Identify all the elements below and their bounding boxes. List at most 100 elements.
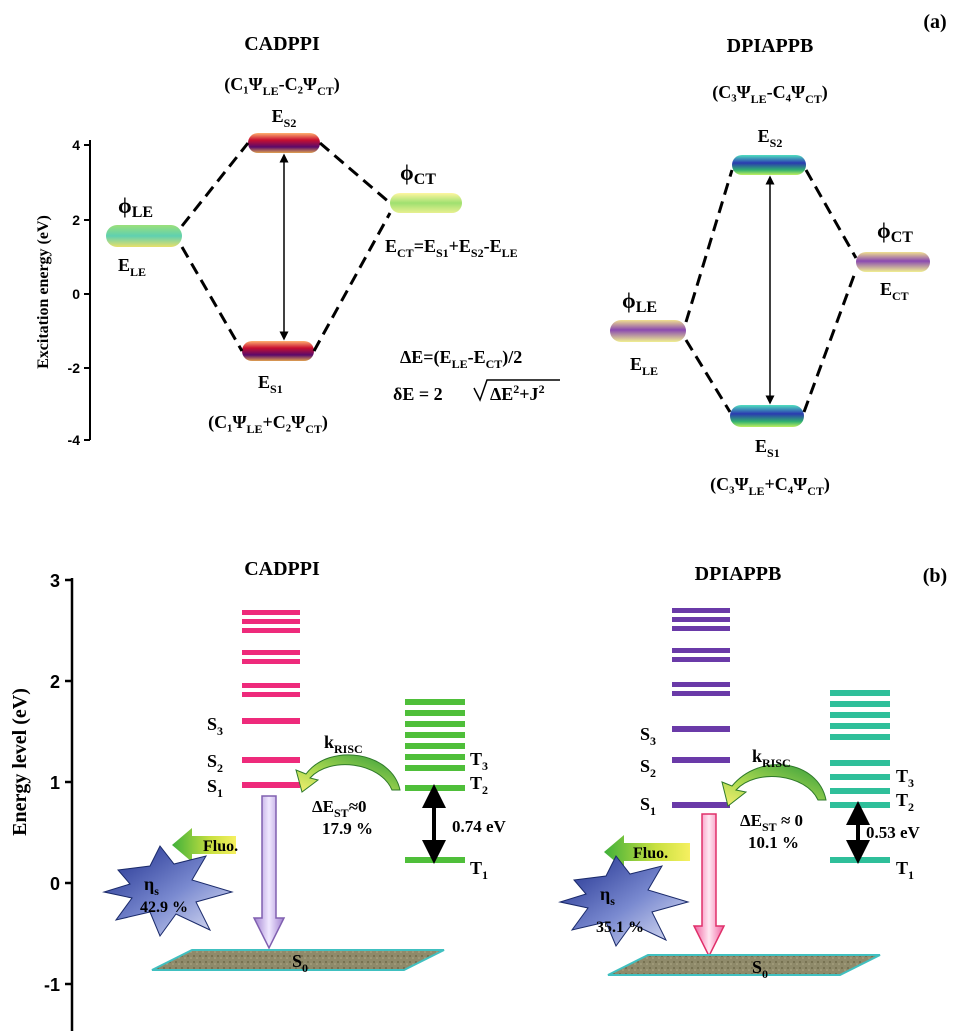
ect-equation: ECT=ES1+ES2-ELE [385,236,518,260]
st-gap-value: 0.53 eV [866,823,921,842]
e-le-label: ELE [630,354,658,378]
risc-curved-arrow [721,764,827,807]
s1-label: S1 [207,776,223,800]
y-tick-label: 4 [72,137,80,153]
cadppi-s2-combination: (C₁ΨLE-C₂ΨCT) [224,74,340,98]
es1-level [730,405,804,427]
y-tick-label: 2 [72,212,80,228]
e-ct-label: ECT [880,279,909,303]
t2-level [830,802,890,808]
t2-label: T2 [470,773,488,797]
dpiappb-mo-diagram: DPIAPPB (C₃ΨLE-C₄ΨCT) ES2 ϕCT ECT ϕLE EL… [610,35,930,498]
es2-label: ES2 [272,106,297,130]
panel-b-label: (b) [923,565,947,587]
emission-arrow [252,795,286,950]
y-tick-label: 0 [72,286,80,302]
risc-curved-arrow [295,754,401,793]
t1-label: T1 [470,858,488,882]
fluo-arrow [604,835,690,869]
cadppi-title: CADPPI [244,558,320,580]
s0-label: S0 [292,951,308,975]
s2-label: S2 [640,756,656,780]
delta-est-label: ΔEST≈0 [312,797,367,820]
cadppi-title: CADPPI [244,33,320,55]
fluo-label: Fluo. [633,845,668,862]
dpiappb-s1-combination: (C₃ΨLE+C₄ΨCT) [710,474,830,498]
cadppi-jablonski: CADPPI S3 S2 S1 [102,558,507,975]
phi-ct-label: ϕCT [877,218,913,246]
y-tick-label: 2 [50,672,60,692]
risc-efficiency: 10.1 % [748,833,799,852]
eta-value: 35.1 % [596,919,644,936]
s2-label: S2 [207,751,223,775]
fluo-arrow [172,828,236,862]
es2-level [248,133,320,153]
t3-label: T3 [896,766,914,790]
eta-value: 42.9 % [140,899,188,916]
phi-le-label: ϕLE [118,193,153,221]
sqrt-content: ΔE2+J2 [490,382,545,404]
s0-ground-plane [607,954,881,976]
dpiappb-singlet-levels [672,608,730,808]
t1-level [405,857,465,863]
panel-b: (b) 3 2 1 0 -1 Energy level (eV) CADPPI [9,558,947,1031]
phi-le-label: ϕLE [622,288,657,316]
s0-label: S0 [752,957,768,981]
dpiappb-title: DPIAPPB [727,35,814,57]
t3-level [830,760,890,766]
t3-level [405,754,465,760]
cadppi-mo-diagram: CADPPI (C₁ΨLE-C₂ΨCT) ES2 ϕCT ϕLE ELE ECT… [106,33,560,436]
y-tick-label: 3 [50,571,60,591]
phi-ct-level [390,193,462,213]
emission-arrow [692,813,726,958]
y-axis-title: Excitation energy (eV) [35,215,52,369]
small-delta-e-equation: δE = 2 [393,384,443,404]
dpiappb-title: DPIAPPB [695,563,782,585]
phi-le-level [106,225,182,247]
t2-level [405,785,465,791]
es2-level [732,155,806,175]
s3-level [242,718,300,724]
y-axis-title: Energy level (eV) [9,688,31,836]
cadppi-s1-combination: (C₁ΨLE+C₂ΨCT) [208,412,328,436]
dpiappb-s2-combination: (C₃ΨLE-C₄ΨCT) [712,82,828,106]
cadppi-singlet-levels [242,610,300,788]
krisc-label: kRISC [324,732,363,756]
s3-label: S3 [640,724,656,748]
t2-label: T2 [896,790,914,814]
y-tick-label: -1 [44,975,60,995]
dpiappb-correlation-lines [684,169,858,413]
phi-ct-label: ϕCT [400,160,436,188]
es1-label: ES1 [258,372,283,396]
dpiappb-jablonski: DPIAPPB S3 S2 S1 [558,563,921,981]
panel-a-y-axis: 4 2 0 -2 -4 Excitation energy (eV) [35,137,91,448]
y-tick-label: -2 [68,360,81,376]
phi-le-level [610,320,686,342]
eta-star-burst [558,855,690,948]
phi-ct-level [856,252,930,272]
krisc-label: kRISC [752,746,791,770]
eta-label: ηs [600,884,615,908]
es2-label: ES2 [758,126,783,150]
es1-label: ES1 [755,436,780,460]
s3-label: S3 [207,714,223,738]
s2-level [672,757,730,763]
cadppi-correlation-lines [180,141,392,352]
t3-label: T3 [470,749,488,773]
es1-level [242,341,314,361]
fluo-label: Fluo. [203,838,238,855]
s2-level [242,757,300,763]
panel-a: (a) 4 2 0 -2 -4 Excitation energy (eV) C… [35,11,947,498]
y-tick-label: -4 [68,432,81,448]
sqrt-sign [473,379,560,402]
e-le-label: ELE [118,255,146,279]
y-tick-label: 1 [50,773,60,793]
delta-est-label: ΔEST ≈ 0 [740,811,803,834]
t1-label: T1 [896,858,914,882]
s0-ground-plane [151,949,445,971]
s1-level [242,782,300,788]
delta-e-equation: ΔE=(ELE-ECT)/2 [400,347,522,371]
risc-efficiency: 17.9 % [322,819,373,838]
st-gap-value: 0.74 eV [452,817,507,836]
eta-label: ηs [144,874,159,898]
